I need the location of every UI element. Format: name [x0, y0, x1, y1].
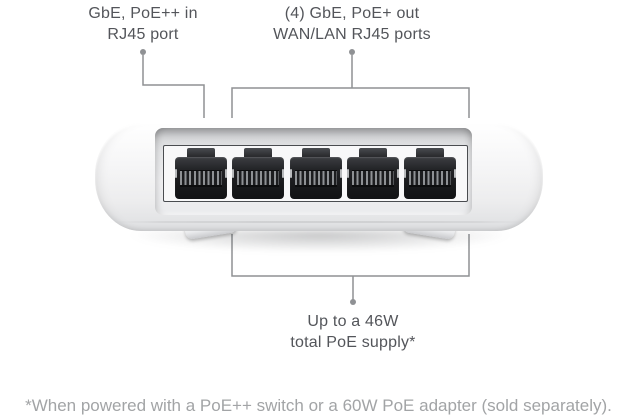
device-shadow: [75, 230, 565, 272]
rj45-clip-right: [282, 169, 285, 178]
rj45-pins: [409, 170, 451, 187]
port-recess: [155, 128, 472, 215]
rj45-pins: [237, 170, 280, 187]
rj45-opening: [175, 157, 227, 199]
footnote-text: *When powered with a PoE++ switch or a 6…: [25, 396, 612, 415]
callout-dot-poe-out: [349, 49, 355, 55]
callout-label-poe-supply: Up to a 46W total PoE supply*: [243, 311, 463, 353]
rj45-port-5: [404, 148, 456, 199]
rj45-clip-right: [339, 169, 342, 178]
rj45-clip-left: [346, 169, 349, 178]
rj45-clip-left: [404, 169, 406, 178]
device-bottom-seam: [107, 221, 531, 223]
rj45-clip-right: [454, 169, 456, 178]
callout-label-poe-out: (4) GbE, PoE+ out WAN/LAN RJ45 ports: [242, 3, 462, 45]
rj45-opening: [346, 157, 399, 199]
rj45-latch-tab: [358, 148, 387, 158]
callout-label-poe-in-line1: GbE, PoE++ in: [88, 5, 198, 22]
callout-label-poe-in: GbE, PoE++ in RJ45 port: [33, 3, 253, 45]
rj45-opening: [404, 157, 456, 199]
rj45-latch-tab: [301, 148, 330, 158]
callout-line-poe-out: [231, 55, 470, 118]
port-panel: [163, 145, 468, 202]
rj45-pins: [180, 170, 222, 187]
rj45-pins: [294, 170, 337, 187]
rj45-pins: [351, 170, 394, 187]
rj45-port-3: [289, 148, 342, 199]
callout-dot-poe-in: [140, 49, 146, 55]
callout-label-poe-supply-line2: total PoE supply*: [290, 334, 416, 351]
callout-line-poe-in: [142, 55, 205, 118]
rj45-port-1: [175, 148, 227, 199]
rj45-latch-tab: [244, 148, 273, 158]
rj45-port-4: [346, 148, 399, 199]
callout-label-poe-out-line2: WAN/LAN RJ45 ports: [273, 26, 431, 43]
callout-label-poe-in-line2: RJ45 port: [107, 26, 179, 43]
rj45-clip-left: [175, 169, 177, 178]
rj45-latch-tab: [416, 148, 444, 158]
callout-dot-poe-supply: [350, 299, 356, 305]
rj45-clip-left: [232, 169, 235, 178]
rj45-opening: [232, 157, 285, 199]
callout-label-poe-supply-line1: Up to a 46W: [307, 313, 399, 330]
rj45-opening: [289, 157, 342, 199]
rj45-port-2: [232, 148, 285, 199]
rj45-clip-left: [289, 169, 292, 178]
rj45-clip-right: [396, 169, 399, 178]
rj45-clip-right: [225, 169, 227, 178]
callout-label-poe-out-line1: (4) GbE, PoE+ out: [284, 5, 420, 22]
rj45-latch-tab: [187, 148, 215, 158]
switch-device: [95, 123, 543, 231]
